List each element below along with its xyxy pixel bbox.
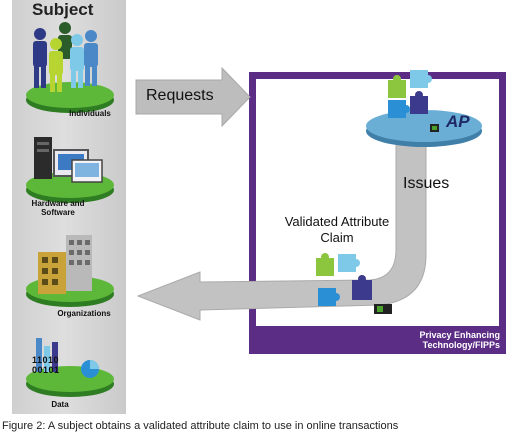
database-icon bbox=[26, 338, 114, 397]
subject-title: Subject bbox=[32, 0, 94, 19]
computer-icon bbox=[26, 137, 114, 203]
buildings-icon bbox=[26, 235, 114, 307]
requests-arrow bbox=[135, 66, 251, 128]
process-footer: Privacy Enhancing Technology/FIPPs bbox=[249, 326, 506, 354]
requests-label: Requests bbox=[146, 87, 214, 104]
tier-label-data: Data bbox=[51, 400, 69, 409]
claim-label: Validated Attribute Claim bbox=[272, 214, 402, 246]
process-footer-line1: Privacy Enhancing bbox=[419, 330, 500, 340]
tier-label-hardware: Hardware and Software bbox=[18, 199, 98, 217]
data-binary-2: 00101 bbox=[32, 365, 60, 375]
tier-label-hardware-line2: Software bbox=[41, 208, 75, 217]
issues-arrow bbox=[136, 139, 427, 321]
figure-caption: Figure 2: A subject obtains a validated … bbox=[2, 420, 399, 432]
ap-label: AP bbox=[446, 112, 470, 131]
tier-label-individuals: Individuals bbox=[69, 109, 111, 118]
claim-label-line1: Validated Attribute bbox=[284, 214, 390, 229]
tier-label-hardware-line1: Hardware and bbox=[31, 199, 85, 208]
people-icon bbox=[26, 22, 114, 113]
puzzle-icon-top bbox=[388, 70, 439, 132]
puzzle-icon-claim bbox=[316, 253, 392, 314]
claim-label-line2: Claim bbox=[320, 230, 354, 245]
subject-panel bbox=[12, 0, 126, 414]
tier-label-organizations: Organizations bbox=[57, 309, 111, 318]
issues-label: Issues bbox=[403, 175, 450, 192]
data-binary-1: 11010 bbox=[32, 355, 60, 365]
process-footer-line2: Technology/FIPPs bbox=[422, 340, 500, 350]
subject-tiers bbox=[26, 22, 114, 397]
